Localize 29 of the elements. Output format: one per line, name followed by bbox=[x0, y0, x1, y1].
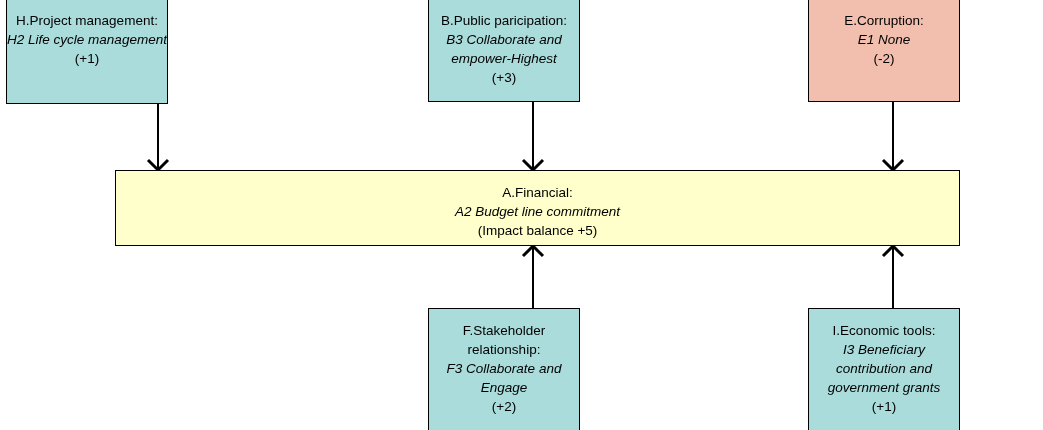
node-description: F3 Collaborate and Engage bbox=[445, 360, 563, 397]
node-description: A2 Budget line commitment bbox=[454, 203, 621, 221]
node-description: I3 Beneficiary contribution and government grants bbox=[826, 341, 942, 397]
text-box bbox=[428, 308, 580, 430]
text-box bbox=[808, 0, 960, 102]
text-box bbox=[115, 170, 960, 246]
node-score: (Impact balance +5) bbox=[477, 222, 598, 240]
node-score: (+2) bbox=[491, 398, 517, 416]
node-description: B3 Collaborate and empower-Highest bbox=[445, 31, 563, 68]
arrow bbox=[146, 103, 170, 172]
text-box bbox=[6, 0, 168, 104]
arrow bbox=[881, 101, 905, 172]
node-score: (+3) bbox=[491, 69, 517, 87]
node-heading: H.Project management: bbox=[16, 12, 158, 30]
node-heading: B.Public paricipation: bbox=[440, 12, 568, 30]
text-box bbox=[808, 308, 960, 430]
node-description: E1 None bbox=[857, 31, 911, 49]
node-heading: F.Stakeholder relationship: bbox=[461, 322, 547, 359]
arrow bbox=[521, 101, 545, 172]
node-heading: I.Economic tools: bbox=[832, 322, 936, 340]
node-score: (+1) bbox=[74, 50, 100, 68]
node-description: H2 Life cycle management bbox=[7, 31, 167, 49]
arrow bbox=[881, 244, 905, 309]
arrow bbox=[521, 244, 545, 309]
text-box bbox=[428, 0, 580, 102]
node-score: (+1) bbox=[871, 398, 897, 416]
node-score: (-2) bbox=[873, 50, 895, 68]
node-heading: E.Corruption: bbox=[844, 12, 924, 30]
node-heading: A.Financial: bbox=[502, 184, 573, 202]
